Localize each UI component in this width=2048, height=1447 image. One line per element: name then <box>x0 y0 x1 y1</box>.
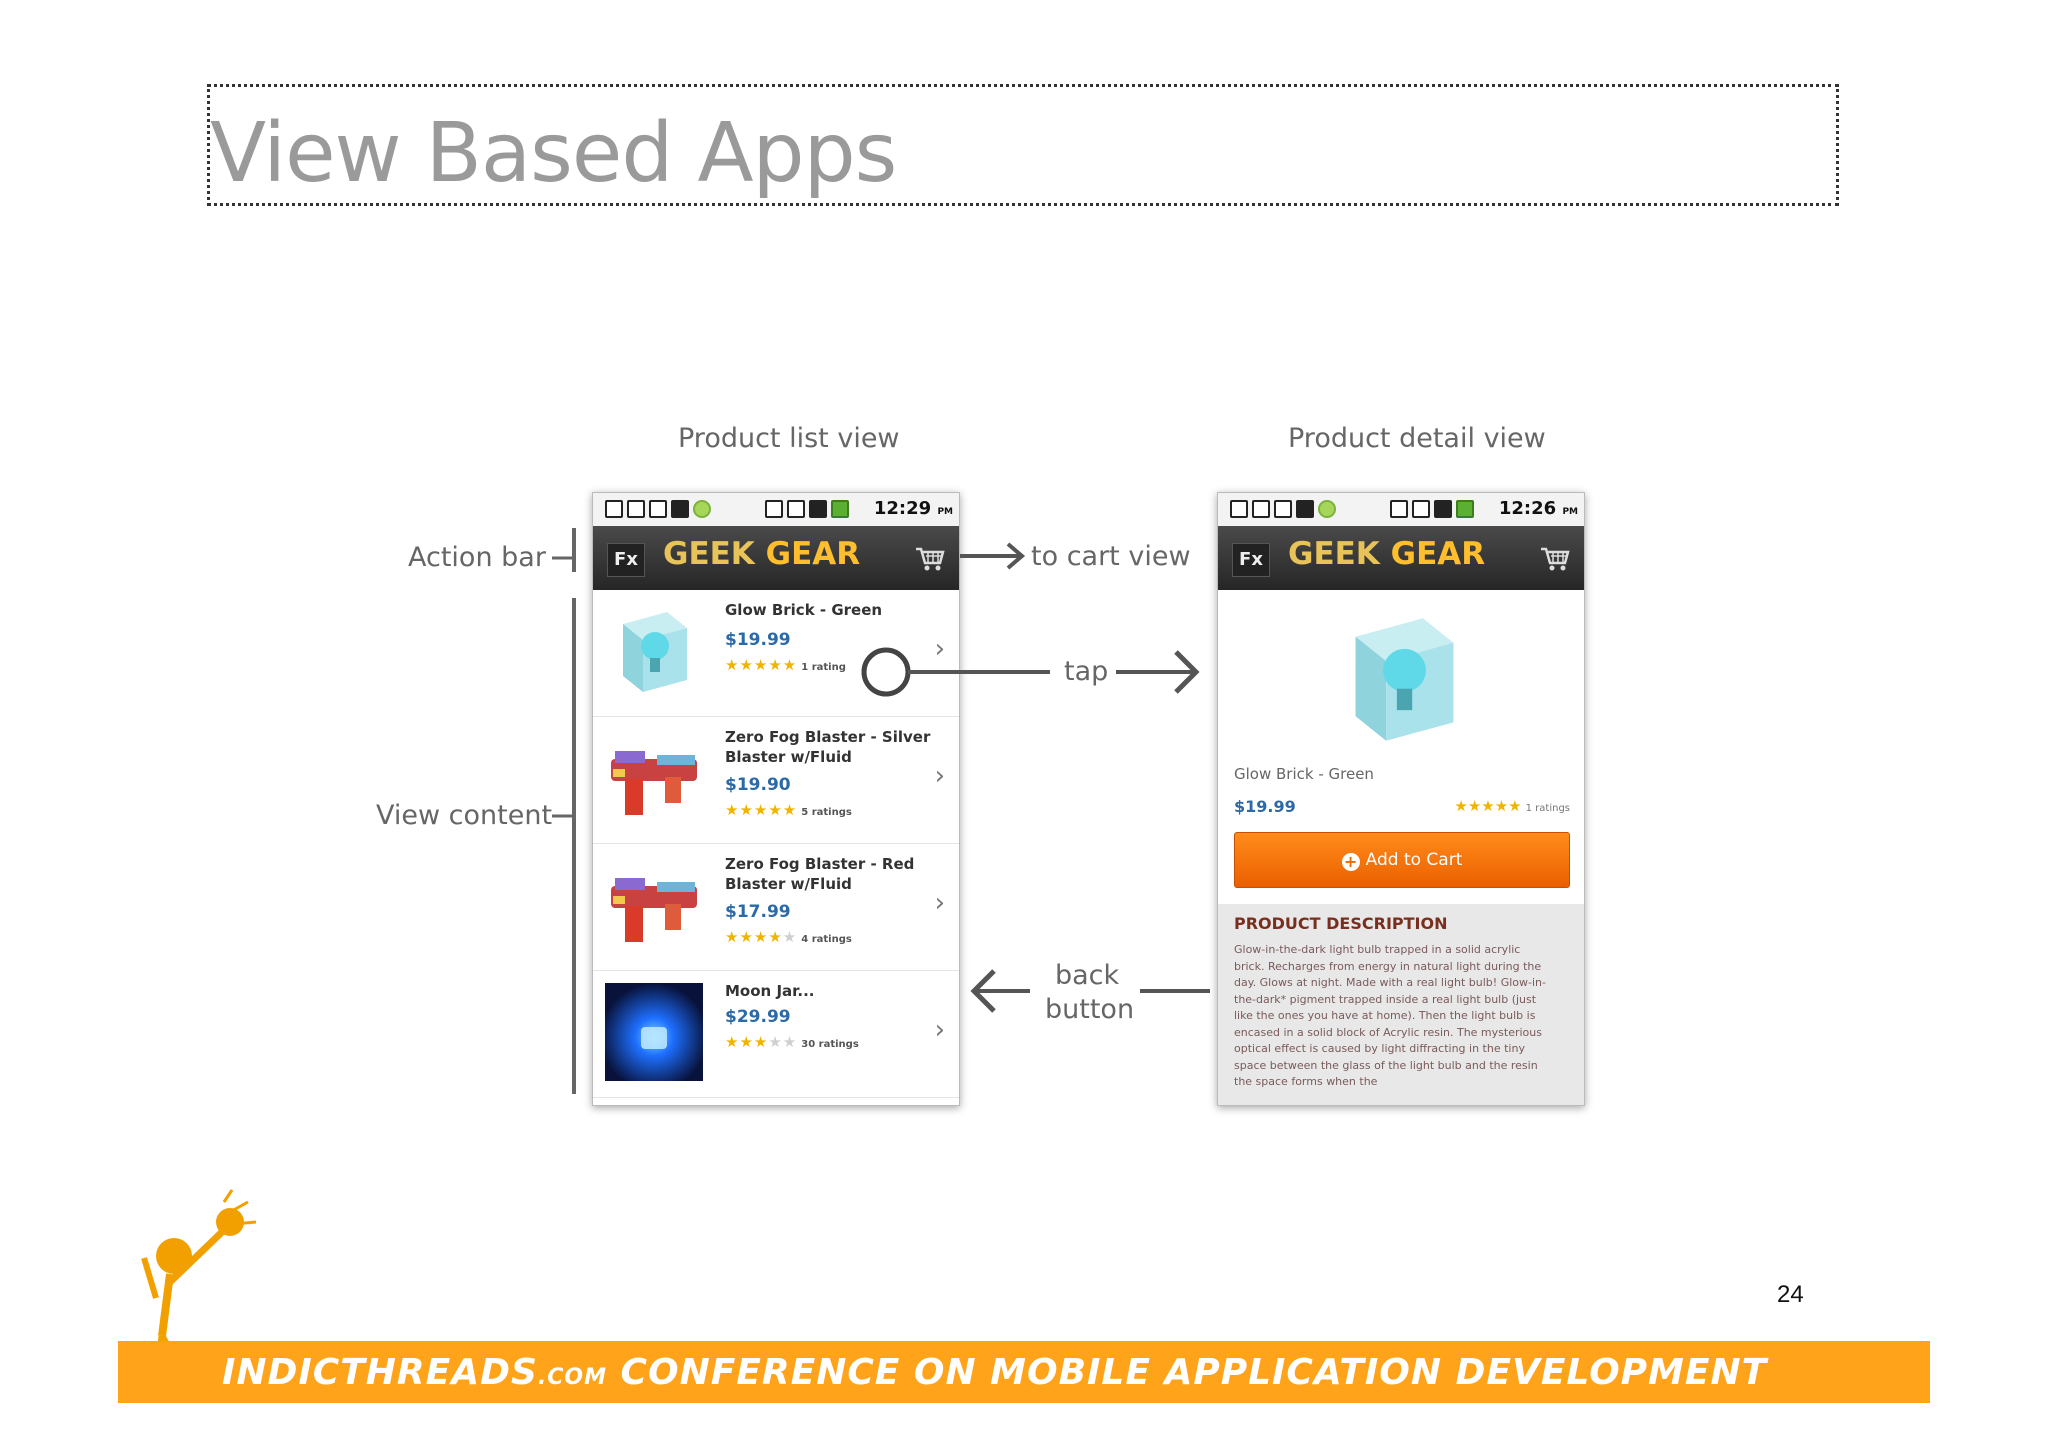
product-name: Zero Fog Blaster - Silver Blaster w/Flui… <box>725 728 931 766</box>
label-back: back <box>1055 960 1120 991</box>
usb-icon <box>649 500 667 518</box>
list-item[interactable]: Zero Fog Blaster - Red Blaster w/Fluid $… <box>593 844 959 971</box>
page-number: 24 <box>1777 1281 1804 1308</box>
product-name: Moon Jar... <box>725 982 815 1000</box>
product-description-panel: PRODUCT DESCRIPTION Glow-in-the-dark lig… <box>1218 904 1584 1105</box>
fog-blaster-red-thumbnail <box>611 878 697 942</box>
list-item[interactable]: Zero Fog Blaster - Silver Blaster w/Flui… <box>593 717 959 844</box>
rating-stars: ★★★★★5 ratings <box>725 801 852 819</box>
chevron-right-icon: › <box>934 888 945 918</box>
glow-brick-thumbnail <box>623 612 687 692</box>
shopping-cart-icon[interactable] <box>915 546 945 572</box>
description-text: Glow-in-the-dark light bulb trapped in a… <box>1234 943 1546 1088</box>
brand-title: GEEK GEAR <box>663 536 861 572</box>
app-logo-button[interactable]: Fx <box>1232 543 1270 577</box>
chevron-right-icon: › <box>934 1015 945 1045</box>
product-name: Zero Fog Blaster - Red Blaster w/Fluid <box>725 855 915 893</box>
network-3g-icon <box>787 500 805 518</box>
footer-text: INDICTHREADS.COM CONFERENCE ON MOBILE AP… <box>222 1352 1768 1393</box>
signal-icon <box>809 500 827 518</box>
sd-card-icon <box>671 500 689 518</box>
label-to-cart-view: to cart view <box>1031 541 1191 572</box>
product-price: $29.99 <box>725 1007 791 1027</box>
chevron-right-icon: › <box>934 761 945 791</box>
rating-stars: ★★★★★30 ratings <box>725 1033 859 1051</box>
detail-product-name: Glow Brick - Green <box>1234 765 1374 783</box>
app-logo-button[interactable]: Fx <box>607 543 645 577</box>
product-name: Glow Brick - Green <box>725 601 883 619</box>
caption-list-view: Product list view <box>678 423 900 454</box>
detail-rating-stars: ★★★★★1 ratings <box>1454 797 1570 815</box>
flow-arrows <box>861 542 1210 1013</box>
plus-circle-icon: + <box>1341 853 1360 871</box>
notification-icon <box>605 500 623 518</box>
list-item[interactable]: Moon Jar... $29.99 ★★★★★30 ratings › <box>593 971 959 1098</box>
status-time: 12:26 PM <box>1498 498 1578 519</box>
sd-card-icon <box>1296 500 1314 518</box>
mail-icon <box>627 500 645 518</box>
status-bar: 12:26 PM <box>1218 493 1584 527</box>
detail-price: $19.99 <box>1234 797 1296 816</box>
shopping-cart-icon[interactable] <box>1540 546 1570 572</box>
battery-icon <box>831 500 849 518</box>
signal-icon <box>1434 500 1452 518</box>
android-icon <box>693 500 711 518</box>
caption-detail-view: Product detail view <box>1288 423 1546 454</box>
title-frame <box>207 84 1839 206</box>
description-heading: PRODUCT DESCRIPTION <box>1234 914 1448 933</box>
status-time: 12:29 PM <box>873 498 953 519</box>
annotation-brackets <box>552 528 576 1094</box>
alarm-icon <box>1390 500 1408 518</box>
label-view-content: View content <box>376 800 553 831</box>
product-price: $19.90 <box>725 775 791 795</box>
status-bar: 12:29 PM <box>593 493 959 527</box>
rating-stars: ★★★★★4 ratings <box>725 928 852 946</box>
label-button: button <box>1045 994 1135 1025</box>
add-to-cart-button[interactable]: +Add to Cart <box>1234 832 1570 888</box>
glow-brick-image <box>1355 618 1454 741</box>
notification-icon <box>1230 500 1248 518</box>
usb-icon <box>1274 500 1292 518</box>
rating-stars: ★★★★★1 rating <box>725 656 846 674</box>
product-price: $19.99 <box>725 630 791 650</box>
action-bar: Fx GEEK GEAR <box>1218 526 1584 590</box>
list-item[interactable]: Glow Brick - Green $19.99 ★★★★★1 rating … <box>593 590 959 717</box>
chevron-right-icon: › <box>934 634 945 664</box>
product-list-phone: 12:29 PM Fx GEEK GEAR Glow Brick - Green… <box>592 492 960 1106</box>
brand-title: GEEK GEAR <box>1288 536 1486 572</box>
product-price: $17.99 <box>725 902 791 922</box>
moon-jar-thumbnail <box>605 983 703 1081</box>
battery-icon <box>1456 500 1474 518</box>
alarm-icon <box>765 500 783 518</box>
footer-banner <box>118 1341 1930 1403</box>
network-3g-icon <box>1412 500 1430 518</box>
label-tap: tap <box>1064 656 1109 687</box>
android-icon <box>1318 500 1336 518</box>
product-detail-phone: 12:26 PM Fx GEEK GEAR Glow Brick - Green… <box>1217 492 1585 1106</box>
fog-blaster-silver-thumbnail <box>611 751 697 815</box>
label-action-bar: Action bar <box>408 542 546 573</box>
slide-title: View Based Apps <box>210 106 897 201</box>
mail-icon <box>1252 500 1270 518</box>
action-bar: Fx GEEK GEAR <box>593 526 959 590</box>
